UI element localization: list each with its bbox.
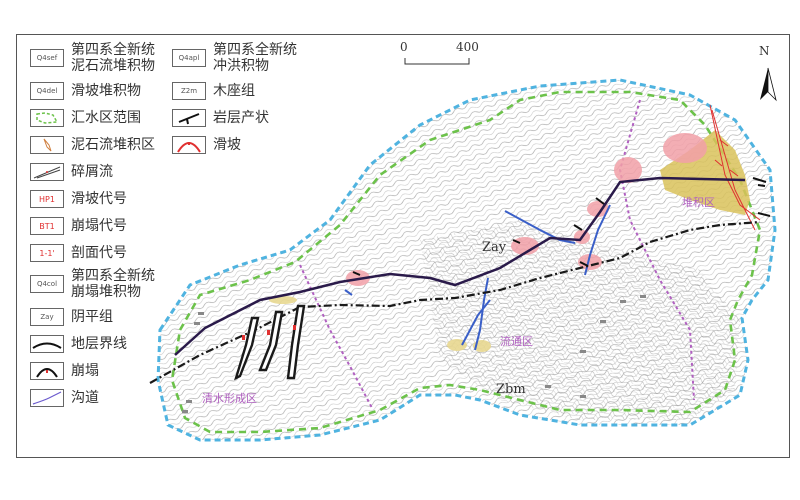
contour-index-marks: [182, 295, 646, 413]
legend-label: 第四系全新统: [71, 42, 155, 58]
gully-channel-icon: [30, 389, 64, 407]
legend-label: 第四系全新统: [213, 42, 297, 58]
north-label: N: [759, 44, 770, 58]
quaternary-collapse-deposit-icon: Q4col: [30, 275, 64, 293]
landslide-deposit-icon: Q4del: [30, 82, 64, 100]
scale-bar: [404, 58, 470, 65]
stratum-boundary-line: [149, 220, 761, 384]
legend-item-quaternary-collapse-deposit: Q4col 第四系全新统崩塌堆积物: [30, 268, 155, 300]
legend-item-debris-flow: 碎屑流: [30, 163, 113, 181]
zone-label-source: 清水形成区: [202, 392, 257, 405]
legend-label: 崩塌: [71, 363, 99, 379]
survey-lines: [709, 104, 761, 231]
legend-label: 阴平组: [71, 309, 113, 325]
landslide-patches: [346, 133, 707, 286]
quaternary-debris-flow-deposit-icon: Q4sef: [30, 49, 64, 67]
formation-label-zbm: Zbm: [496, 382, 526, 397]
legend-label: 沟道: [71, 390, 99, 406]
terrain-contours-overlay: [420, 220, 740, 420]
legend-label: 滑坡堆积物: [71, 83, 141, 99]
legend-item-section-code: 1-1' 剖面代号: [30, 244, 127, 262]
collapse-code-icon: BT1: [30, 217, 64, 235]
legend-label: 崩塌堆积物: [71, 284, 141, 300]
zone-divider-lower: [299, 264, 373, 409]
debris-accumulation-zone: [660, 130, 750, 215]
legend-label: 崩塌代号: [71, 218, 127, 234]
watershed-boundary: [156, 78, 777, 442]
legend-label: 剖面代号: [71, 245, 127, 261]
scale-start-label: 0: [400, 40, 408, 54]
legend-item-collapse: 崩塌: [30, 362, 99, 380]
bedding-attitude-icon: [172, 109, 206, 127]
yinping-formation-icon: Zay: [30, 308, 64, 326]
legend-label: 汇水区范围: [71, 110, 141, 126]
legend-item-catchment-boundary: 汇水区范围: [30, 109, 141, 127]
zone-label-accumulation: 堆积区: [682, 196, 715, 209]
landslide-code-icon: HP1: [30, 190, 64, 208]
stratum-boundary-icon: [30, 335, 64, 353]
legend-item-landslide: 滑坡: [172, 136, 241, 154]
debris-accumulation-zone-icon: [30, 136, 64, 154]
legend-label: 岩层产状: [213, 110, 269, 126]
zone-label-flow-through: 流通区: [500, 335, 533, 348]
quaternary-alluvial-deposit-icon: Q4apl: [172, 49, 206, 67]
debris-flow-tongues: [234, 304, 306, 381]
debris-flow-icon: [30, 163, 64, 181]
legend-item-quaternary-debris-flow-deposit: Q4sef 第四系全新统泥石流堆积物: [30, 42, 155, 74]
main-debris-channel: [174, 176, 746, 356]
bedding-attitude-symbols: [352, 177, 771, 276]
legend-label: 第四系全新统: [71, 268, 155, 284]
legend-item-gully-channel: 沟道: [30, 389, 99, 407]
scale-end-label: 400: [456, 40, 479, 54]
legend-item-landslide-deposit: Q4del 滑坡堆积物: [30, 82, 141, 100]
legend-label: 地层界线: [71, 336, 127, 352]
landslide-icon: [172, 136, 206, 154]
legend-item-quaternary-alluvial-deposit: Q4apl 第四系全新统冲洪积物: [172, 42, 297, 74]
legend-label: 冲洪积物: [213, 58, 269, 74]
catchment-boundary-icon: [30, 109, 64, 127]
legend-label: 碎屑流: [71, 164, 113, 180]
legend-item-bedding-attitude: 岩层产状: [172, 109, 269, 127]
legend-label: 泥石流堆积区: [71, 137, 155, 153]
legend-label: 滑坡代号: [71, 191, 127, 207]
legend-item-collapse-code: BT1 崩塌代号: [30, 217, 127, 235]
legend-label: 滑坡: [213, 137, 241, 153]
legend-item-landslide-code: HP1 滑坡代号: [30, 190, 127, 208]
north-arrow-icon: [760, 67, 777, 102]
legend-item-muzuo-formation: Z2m 木座组: [172, 82, 255, 100]
muzuo-formation-icon: Z2m: [172, 82, 206, 100]
collapse-icon: [30, 362, 64, 380]
formation-label-zay: Zay: [482, 240, 507, 255]
legend-item-debris-accumulation-zone: 泥石流堆积区: [30, 136, 155, 154]
section-code-icon: 1-1': [30, 244, 64, 262]
legend-label: 泥石流堆积物: [71, 58, 155, 74]
legend-item-yinping-formation: Zay 阴平组: [30, 308, 113, 326]
legend-label: 木座组: [213, 83, 255, 99]
catchment-boundary: [170, 90, 762, 434]
legend-item-stratum-boundary: 地层界线: [30, 335, 127, 353]
